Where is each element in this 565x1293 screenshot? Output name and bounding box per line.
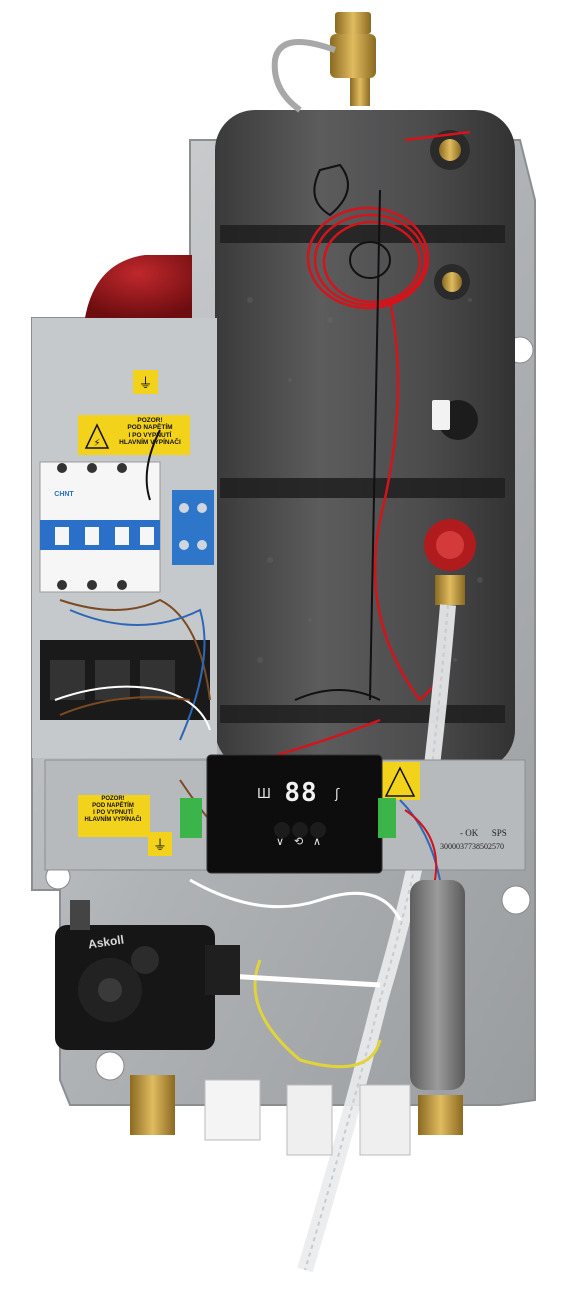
bottom-fittings <box>130 880 465 1156</box>
black-wire <box>294 163 391 701</box>
controller-left-symbol: Ш <box>257 787 271 802</box>
serial-sticker-line1: - OK SPS <box>460 828 507 838</box>
breaker-brand: CHNT <box>54 491 74 498</box>
controller-up-button[interactable]: ∧ <box>313 835 322 848</box>
circulation-pump <box>55 900 240 1050</box>
controller-right-symbol: ʃ <box>335 787 340 802</box>
electrical-panel: ⏚ ⚡ ⏚ <box>32 318 526 871</box>
expansion-vessel <box>85 255 192 318</box>
svg-text:⚡: ⚡ <box>93 438 100 449</box>
controller-mode-button[interactable]: ⟲ <box>294 835 304 848</box>
warning-label: POZOR! POD NAPĚTÍM I PO VYPNUTÍ HLAVNÍM … <box>119 417 181 447</box>
controller-display <box>180 754 396 874</box>
svg-text:⏚: ⏚ <box>139 376 153 392</box>
controller-down-button[interactable]: ∨ <box>276 835 285 848</box>
tank-fittings <box>424 130 478 605</box>
safety-valve <box>271 12 376 113</box>
svg-text:⏚: ⏚ <box>153 838 167 854</box>
controller-digits: 88 <box>284 778 318 808</box>
warning-label-2: POZOR! POD NAPĚTÍM I PO VYPNUTÍ HLAVNÍM … <box>84 796 142 823</box>
serial-sticker-line2: 3000037738502570 <box>440 842 504 851</box>
